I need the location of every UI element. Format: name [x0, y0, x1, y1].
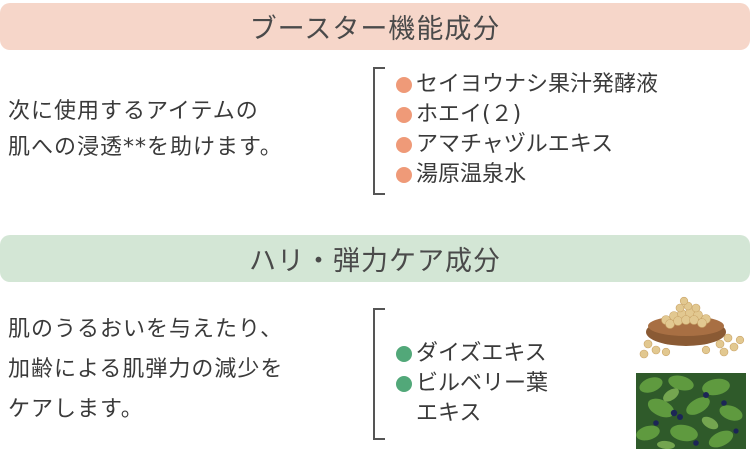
bullet-dot-icon	[396, 346, 412, 362]
firmness-description-line: 加齢による肌弾力の減少を	[8, 357, 284, 382]
booster-description-line: 肌への浸透**を助けます。	[8, 135, 283, 160]
bullet-dot-icon	[396, 77, 412, 93]
firmness-description-line: ケアします。	[8, 397, 144, 422]
bullet-dot-icon	[396, 376, 412, 392]
soybeans-photo	[636, 292, 746, 364]
ingredient-name: 湯原温泉水	[416, 162, 527, 187]
ingredient-name: ダイズエキス	[416, 341, 547, 366]
ingredient-name: ホエイ(２)	[416, 102, 522, 127]
firmness-description: 肌のうるおいを与えたり、 加齢による肌弾力の減少を ケアします。	[8, 310, 283, 430]
bullet-dot-icon	[396, 167, 412, 183]
booster-section-title: ブースター機能成分	[249, 14, 501, 45]
booster-description-line: 次に使用するアイテムの	[8, 99, 259, 124]
bullet-dot-icon	[396, 137, 412, 153]
ingredient-item: セイヨウナシ果汁発酵液	[396, 70, 658, 100]
ingredient-item-continuation: エキス	[396, 399, 548, 429]
ingredient-item: ダイズエキス	[396, 339, 548, 369]
ingredient-item: アマチャヅルエキス	[396, 130, 658, 160]
bullet-dot-icon	[396, 107, 412, 123]
firmness-ingredient-list: ダイズエキス ビルベリー葉 エキス	[396, 339, 548, 429]
booster-ingredient-list: セイヨウナシ果汁発酵液 ホエイ(２) アマチャヅルエキス 湯原温泉水	[396, 70, 658, 190]
ingredient-item: ホエイ(２)	[396, 100, 658, 130]
ingredient-item: ビルベリー葉	[396, 369, 548, 399]
bilberry-leaves-photo	[636, 373, 746, 449]
booster-section-heading: ブースター機能成分	[0, 3, 750, 50]
firmness-description-line: 肌のうるおいを与えたり、	[8, 317, 284, 342]
booster-description: 次に使用するアイテムの 肌への浸透**を助けます。	[8, 94, 283, 166]
booster-list-bracket	[373, 67, 385, 195]
ingredient-item: 湯原温泉水	[396, 160, 658, 190]
ingredient-name: エキス	[416, 401, 482, 426]
ingredient-name: セイヨウナシ果汁発酵液	[416, 72, 659, 97]
firmness-section-title: ハリ・弾力ケア成分	[249, 246, 501, 277]
firmness-list-bracket	[373, 308, 385, 440]
ingredient-name: アマチャヅルエキス	[416, 132, 614, 157]
ingredient-name: ビルベリー葉	[416, 371, 549, 396]
firmness-section-heading: ハリ・弾力ケア成分	[0, 235, 750, 282]
